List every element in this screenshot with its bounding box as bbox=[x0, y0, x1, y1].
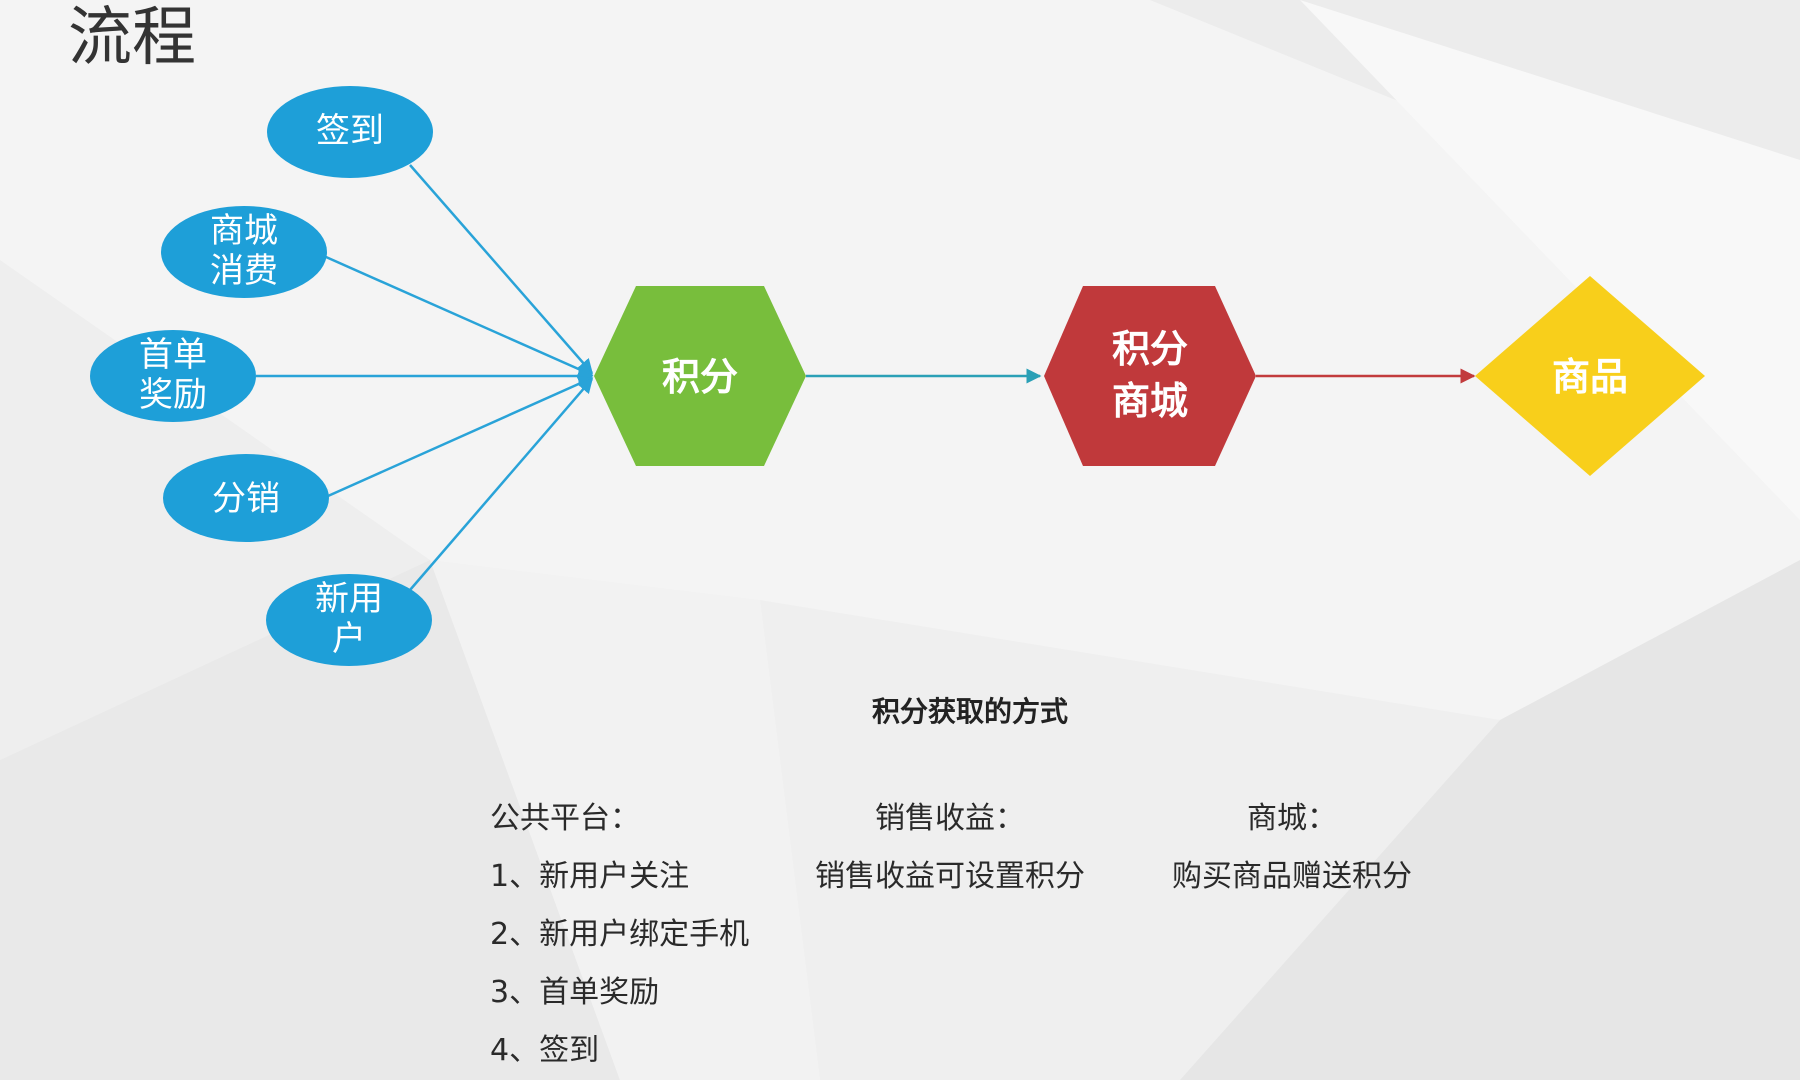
mall-label: 商城 bbox=[1112, 379, 1188, 423]
page-title: 流程 bbox=[68, 1, 196, 75]
list-item: 1、新用户关注 bbox=[490, 859, 690, 894]
list-item: 3、首单奖励 bbox=[490, 975, 660, 1010]
public-platform-column: 公共平台： 1、新用户关注 2、新用户绑定手机 3、首单奖励 4、签到 bbox=[490, 790, 749, 1080]
points-mall-node: 积分 商城 bbox=[1044, 286, 1256, 466]
points-node: 积分 bbox=[594, 286, 806, 466]
column-heading: 商城： bbox=[1247, 801, 1337, 836]
diagram-caption: 积分获取的方式 bbox=[871, 695, 1068, 728]
source-label: 奖励 bbox=[139, 375, 207, 415]
source-label: 消费 bbox=[210, 251, 278, 291]
list-item: 2、新用户绑定手机 bbox=[490, 917, 750, 952]
list-item: 4、签到 bbox=[490, 1033, 600, 1068]
arrow-mall-spend-to-points bbox=[325, 255, 594, 377]
source-label: 签到 bbox=[316, 111, 384, 151]
sales-revenue-column: 销售收益： 销售收益可设置积分 bbox=[810, 790, 1090, 906]
source-node-new-user: 新用 户 bbox=[266, 574, 432, 666]
points-label: 积分 bbox=[662, 355, 738, 399]
goods-label: 商品 bbox=[1552, 355, 1628, 399]
arrow-new-user-to-points bbox=[409, 377, 593, 591]
source-node-mall-spend: 商城 消费 bbox=[161, 206, 327, 298]
source-label: 商城 bbox=[210, 211, 278, 251]
source-label: 户 bbox=[332, 619, 366, 659]
goods-node: 商品 bbox=[1475, 276, 1705, 476]
mall-column: 商城： 购买商品赠送积分 bbox=[1162, 790, 1422, 906]
source-node-first-order: 首单 奖励 bbox=[90, 330, 256, 422]
source-label: 新用 bbox=[315, 579, 383, 619]
list-item: 购买商品赠送积分 bbox=[1172, 859, 1412, 894]
arrow-signin-to-points bbox=[409, 164, 593, 375]
column-heading: 公共平台： bbox=[490, 801, 640, 836]
mall-label: 积分 bbox=[1112, 327, 1188, 371]
source-node-signin: 签到 bbox=[267, 86, 433, 178]
source-node-distribution: 分销 bbox=[163, 454, 329, 542]
arrow-distribution-to-points bbox=[327, 376, 594, 498]
column-heading: 销售收益： bbox=[875, 801, 1025, 836]
list-item: 销售收益可设置积分 bbox=[815, 859, 1085, 894]
source-label: 首单 bbox=[139, 335, 207, 375]
source-label: 分销 bbox=[212, 479, 280, 519]
